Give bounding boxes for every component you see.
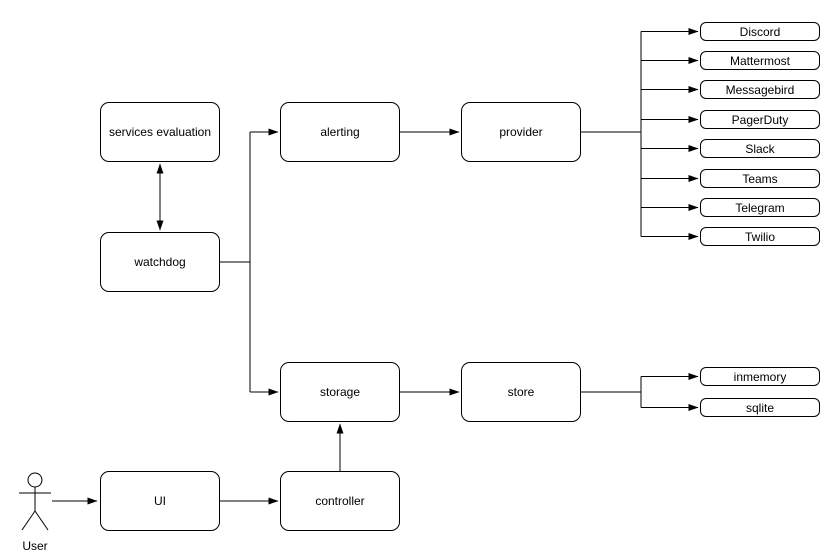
node-telegram: Telegram (700, 198, 820, 217)
node-alerting: alerting (280, 102, 400, 162)
edge-store-fanout (581, 373, 699, 411)
node-discord: Discord (700, 22, 820, 41)
edge-provider-fanout (581, 28, 699, 240)
node-provider: provider (461, 102, 581, 162)
edge-watchdog-branch (220, 128, 279, 396)
node-twilio: Twilio (700, 227, 820, 246)
node-messagebird: Messagebird (700, 80, 820, 99)
node-mattermost: Mattermost (700, 51, 820, 70)
node-services-evaluation: services evaluation (100, 102, 220, 162)
node-ui: UI (100, 471, 220, 531)
user-actor-icon (19, 472, 51, 531)
node-controller: controller (280, 471, 400, 531)
node-storage: storage (280, 362, 400, 422)
node-inmemory: inmemory (700, 367, 820, 386)
node-watchdog: watchdog (100, 232, 220, 292)
node-teams: Teams (700, 169, 820, 188)
node-slack: Slack (700, 139, 820, 158)
node-pagerduty: PagerDuty (700, 110, 820, 129)
node-store: store (461, 362, 581, 422)
user-actor-label: User (22, 539, 48, 553)
node-sqlite: sqlite (700, 398, 820, 417)
